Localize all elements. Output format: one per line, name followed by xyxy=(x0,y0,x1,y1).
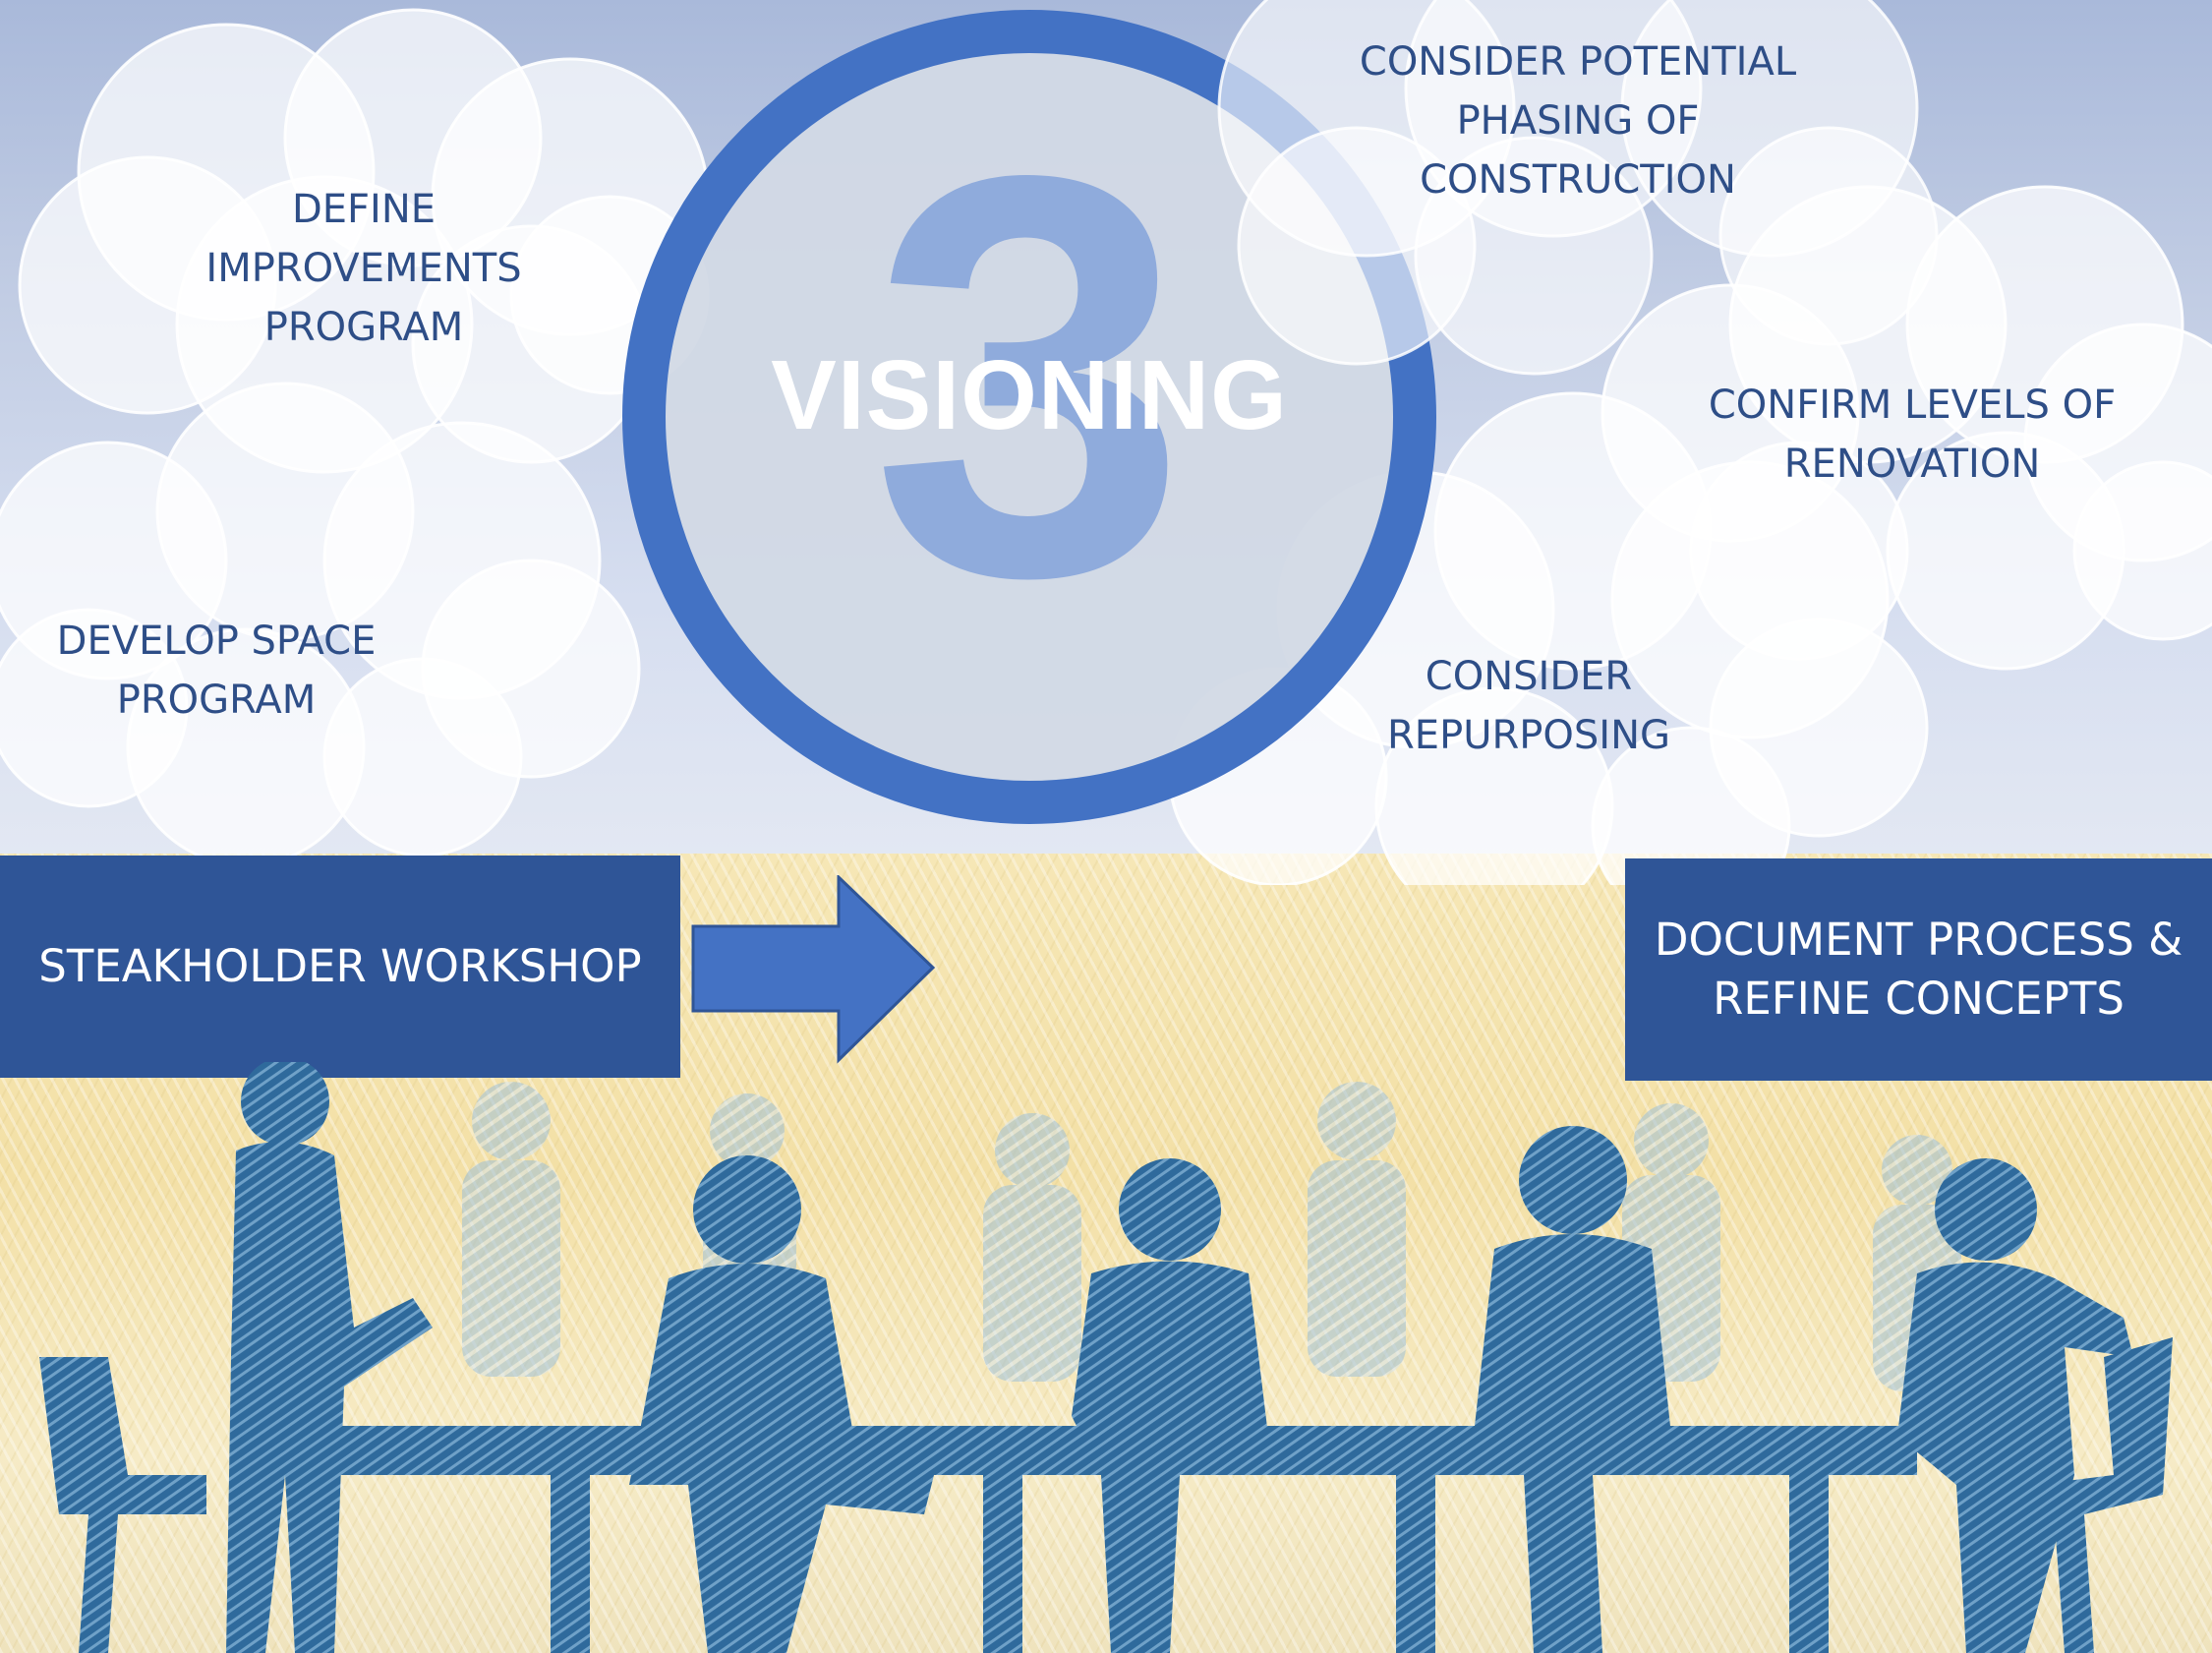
goal-consider-repurposing: CONSIDER REPURPOSING xyxy=(1387,654,1670,758)
cloud-shape xyxy=(1217,0,1939,376)
step-number: 3 xyxy=(870,57,1189,694)
cloud-shape xyxy=(18,8,710,474)
steakholder-workshop-box: STEAKHOLDER WORKSHOP xyxy=(0,856,680,1078)
meeting-silhouettes xyxy=(39,1062,2173,1653)
overlap-cloud-group xyxy=(1217,0,1939,376)
cloud-group xyxy=(0,8,2212,885)
cloud-shape xyxy=(0,382,641,867)
document-process-label: DOCUMENT PROCESS & REFINE CONCEPTS xyxy=(1654,914,2183,1025)
step-title: VISIONING xyxy=(771,340,1288,450)
goal-define-improvements: DEFINE IMPROVEMENTS PROGRAM xyxy=(205,187,522,350)
goal-consider-phasing: CONSIDER POTENTIAL PHASING OF CONSTRUCTI… xyxy=(1359,39,1797,203)
goal-confirm-renovation: CONFIRM LEVELS OF RENOVATION xyxy=(1708,383,2117,487)
goal-develop-space-program: DEVELOP SPACE PROGRAM xyxy=(56,619,377,723)
document-process-box: DOCUMENT PROCESS & REFINE CONCEPTS xyxy=(1625,858,2212,1081)
steakholder-workshop-label: STEAKHOLDER WORKSHOP xyxy=(38,940,642,992)
cloud-shape xyxy=(1601,185,2212,671)
right-arrow-icon xyxy=(691,875,936,1064)
